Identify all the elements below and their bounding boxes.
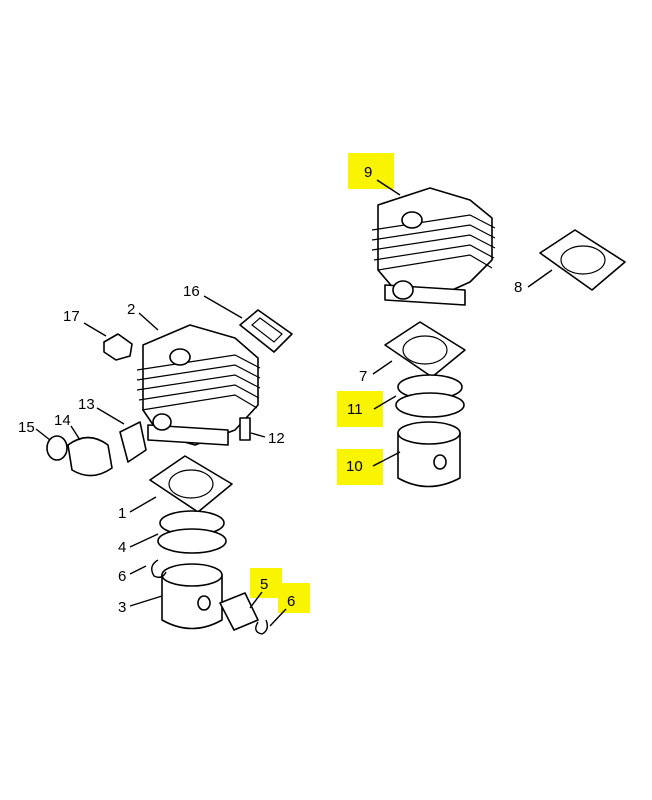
leader-8: [527, 269, 553, 288]
ring-part-4b: [157, 528, 227, 554]
highlight-5: [250, 568, 282, 598]
leader-16: [203, 295, 243, 319]
highlight-10: [337, 449, 383, 485]
callout-12: 12: [268, 430, 285, 447]
callout-4: 4: [118, 539, 126, 556]
callout-3: 3: [118, 599, 126, 616]
leader-17: [83, 322, 107, 337]
leader-11: [373, 395, 397, 410]
wrist-pin-part-5: [219, 592, 259, 631]
leader-12: [250, 432, 266, 438]
callout-1: 1: [118, 505, 126, 522]
callout-9: 9: [364, 164, 372, 181]
callout-6a: 6: [118, 568, 126, 585]
callout-11: 11: [347, 401, 363, 418]
callout-6b: 6: [287, 593, 295, 610]
plug-part-17: [103, 333, 133, 361]
highlight-6: [278, 583, 310, 613]
circlip-part-6a: [151, 559, 167, 579]
leader-3: [129, 595, 163, 607]
callout-13: 13: [78, 396, 95, 413]
leader-2: [138, 312, 159, 331]
leader-6a: [129, 565, 147, 575]
leader-1: [129, 496, 157, 513]
leader-5: [249, 591, 263, 609]
ring-part-15: [46, 435, 68, 461]
callout-7: 7: [359, 368, 367, 385]
leader-9: [376, 179, 401, 196]
callout-15: 15: [18, 419, 35, 436]
callout-10: 10: [346, 458, 363, 475]
callout-8: 8: [514, 279, 522, 296]
gasket-part-16: [239, 309, 293, 353]
callout-14: 14: [54, 412, 71, 429]
piston-part-3: [161, 563, 223, 630]
circlip-part-6b: [255, 619, 269, 635]
screw-part-12: [239, 417, 251, 441]
gasket-part-7: [384, 321, 466, 378]
flange-part-14: [67, 436, 113, 477]
leader-7: [372, 360, 393, 375]
leader-4: [129, 533, 159, 548]
callout-5: 5: [260, 576, 268, 593]
gasket-part-8: [539, 229, 626, 291]
leader-14: [70, 425, 81, 441]
callout-17: 17: [63, 308, 80, 325]
highlight-9: [348, 153, 394, 189]
intake-part-13: [119, 421, 147, 463]
piston-part-10: [397, 421, 461, 488]
callout-2: 2: [127, 301, 135, 318]
leader-6b: [269, 608, 287, 627]
ring-part-11b: [395, 392, 465, 418]
cylinder-part-9: [371, 187, 496, 306]
leader-15: [35, 428, 51, 441]
leader-10: [372, 451, 401, 467]
leader-13: [96, 407, 125, 425]
gasket-part-1: [149, 455, 233, 513]
callout-16: 16: [183, 283, 200, 300]
